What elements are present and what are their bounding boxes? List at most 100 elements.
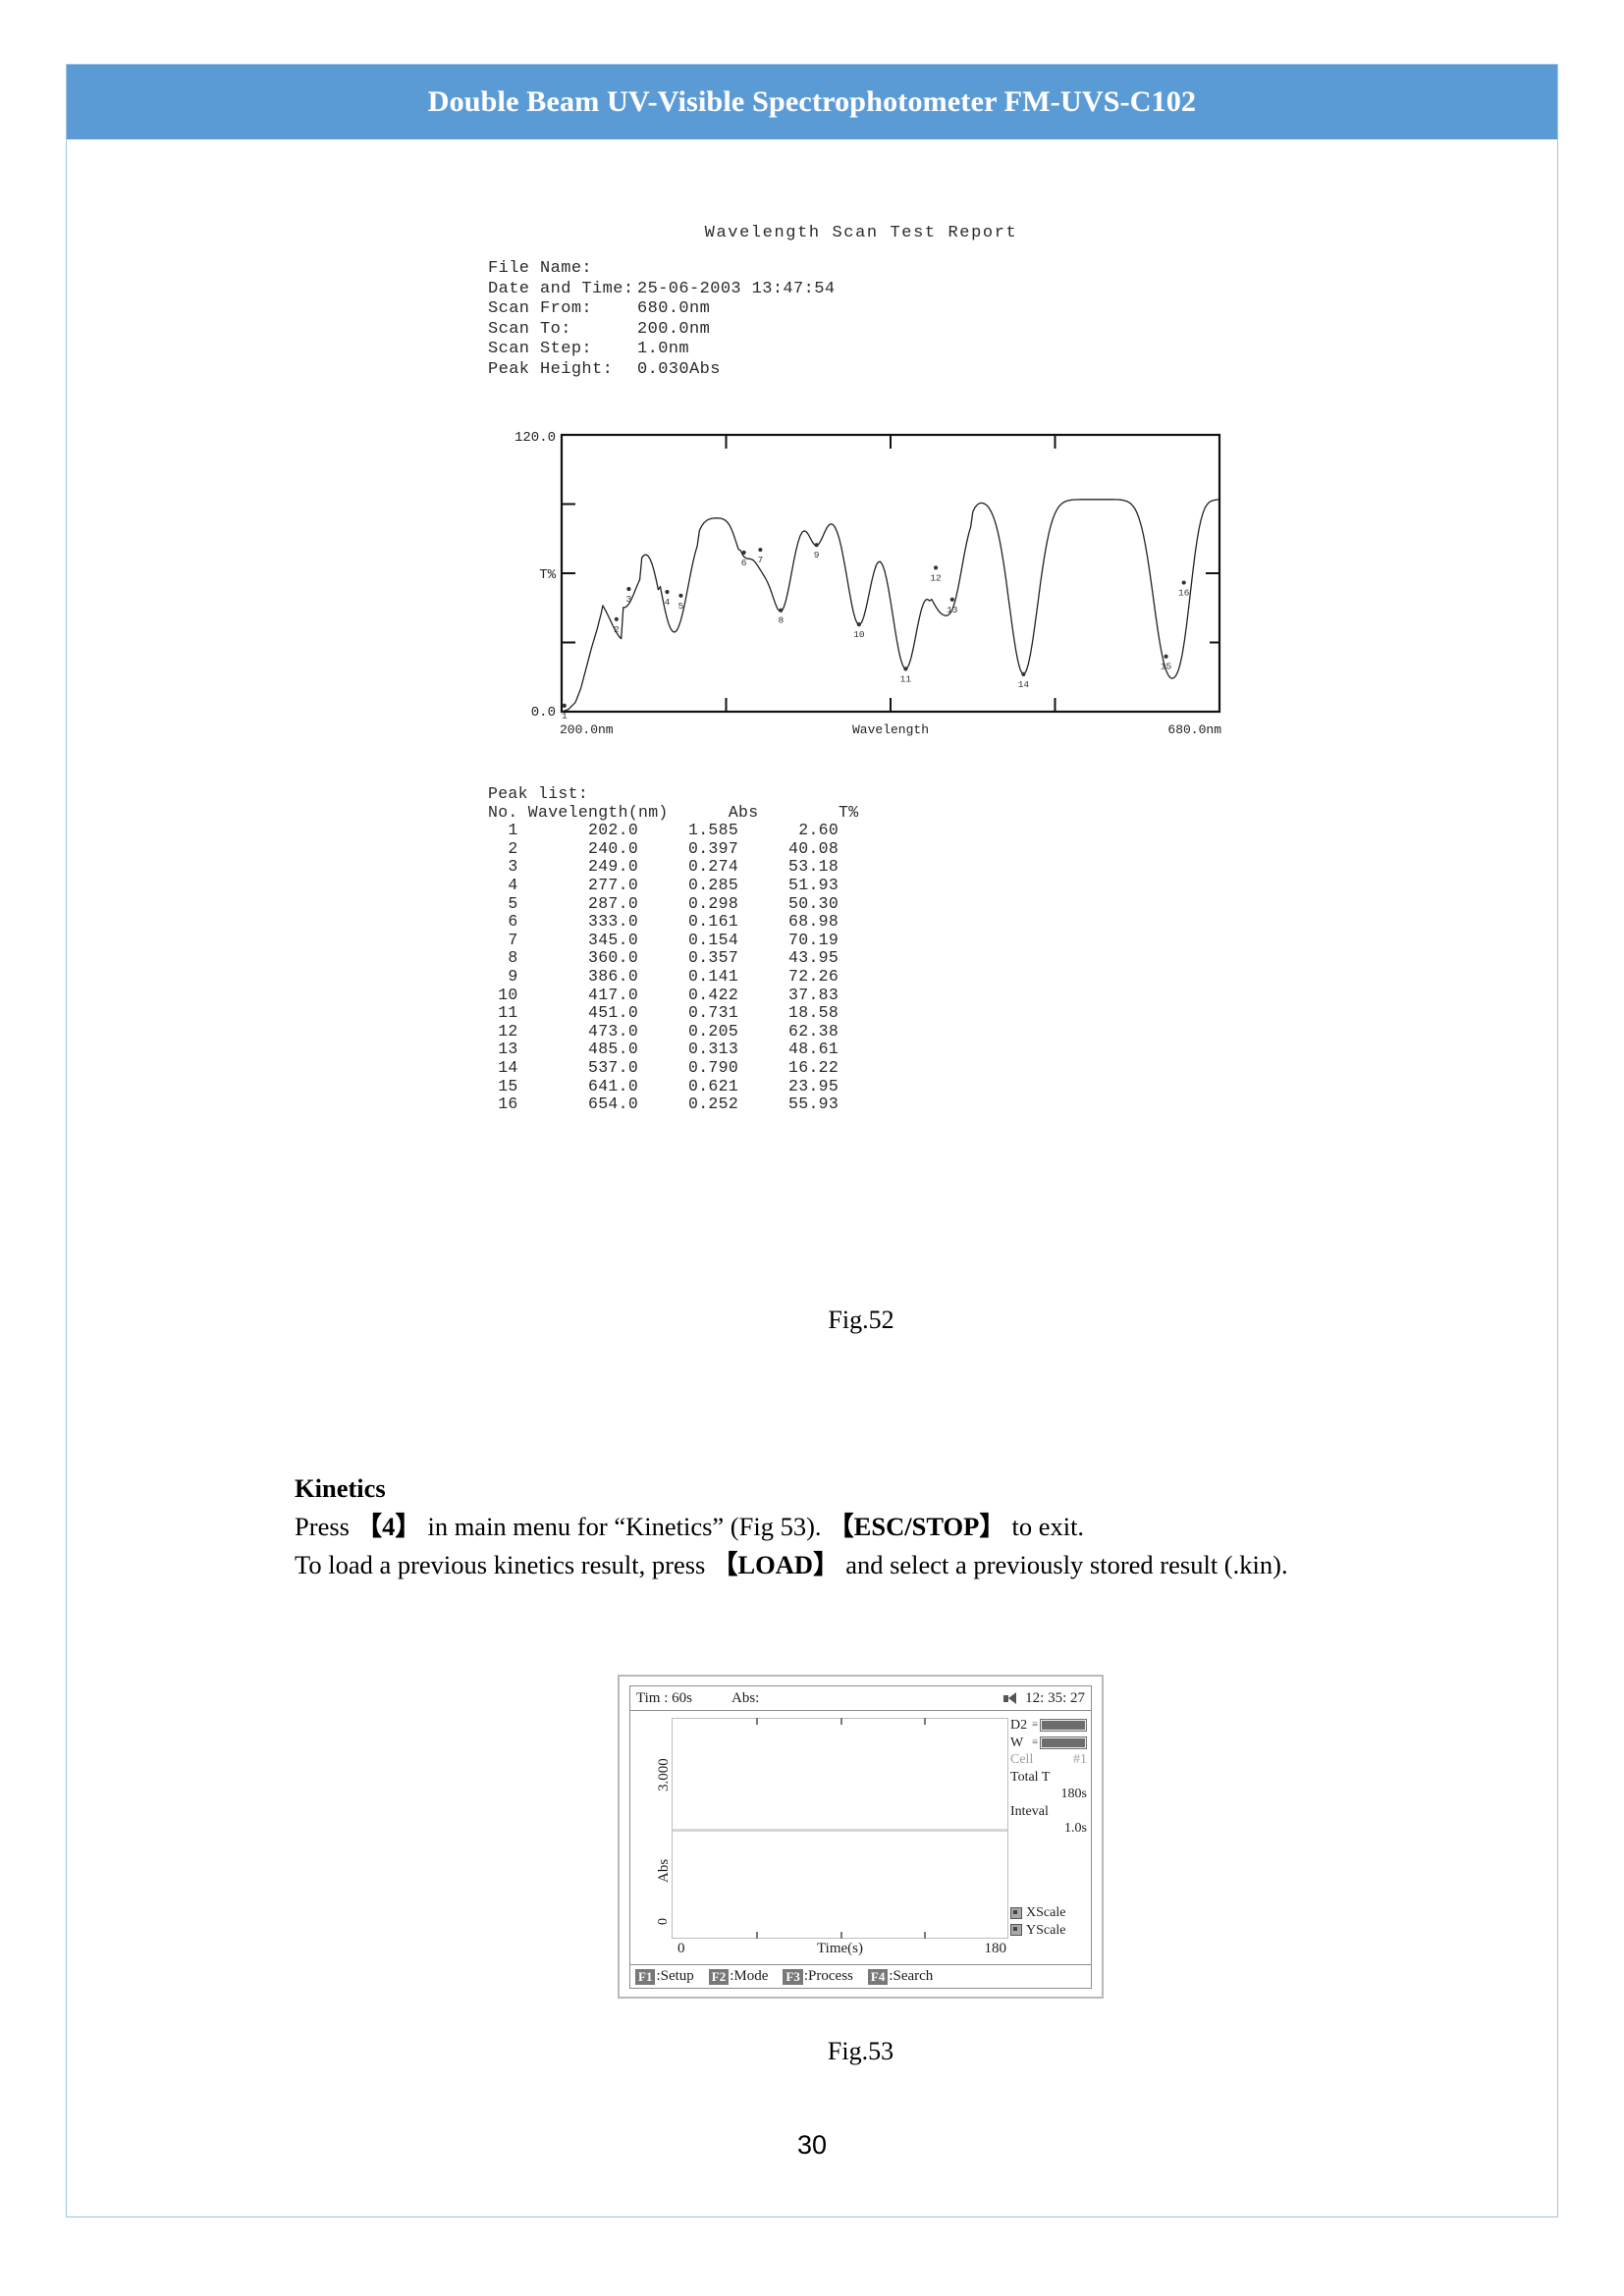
peak-list-row: 7 345.0 0.154 70.19 — [488, 930, 839, 949]
report-title: Wavelength Scan Test Report — [704, 224, 1018, 242]
svg-text:680.0nm: 680.0nm — [1167, 722, 1221, 737]
lcd-scale-options: XScale YScale — [1010, 1904, 1087, 1939]
report-field-value: 680.0nm — [637, 299, 711, 318]
lcd-x-end-label: 180 — [984, 1941, 1007, 1956]
report-field-label: File Name: — [488, 259, 593, 278]
svg-text:120.0: 120.0 — [514, 430, 556, 446]
peak-list-row: 3 249.0 0.274 53.18 — [488, 857, 839, 877]
lcd-bottom-tick-3 — [923, 1932, 926, 1939]
function-key-f3[interactable]: F3:Process — [783, 1968, 853, 1985]
svg-text:15: 15 — [1161, 662, 1172, 672]
lamp-w-equals-icon: ≡ — [1032, 1735, 1039, 1748]
function-key-f1[interactable]: F1:Setup — [635, 1968, 694, 1985]
total-time-label: Total T — [1010, 1769, 1051, 1785]
report-field-row: Scan To:200.0nm — [488, 320, 1234, 341]
interval-value: 1.0s — [1064, 1821, 1087, 1836]
lamp-w-label: W — [1010, 1735, 1024, 1750]
line1-text-b: in main menu for “Kinetics” (Fig 53). — [420, 1512, 829, 1541]
key-load: 【LOAD】 — [712, 1550, 839, 1579]
yscale-option[interactable]: YScale — [1010, 1922, 1087, 1940]
line1-text-c: to exit. — [1004, 1512, 1085, 1541]
cell-value: #1 — [1073, 1752, 1087, 1767]
page-border — [66, 64, 1558, 2217]
lcd-plot-area[interactable] — [672, 1718, 1008, 1939]
lcd-top-tick-1 — [756, 1718, 759, 1725]
lcd-inner-frame: Tim : 60s Abs: 12: 35: 27 3.000 Abs 0 0 … — [629, 1685, 1092, 1989]
key-esc-stop: 【ESC/STOP】 — [828, 1512, 1005, 1541]
lcd-x-start-label: 0 — [677, 1941, 685, 1956]
yscale-checkbox-icon[interactable] — [1010, 1924, 1022, 1937]
page-number: 30 — [796, 2130, 828, 2160]
report-field-label: Peak Height: — [488, 359, 614, 379]
function-key-label: :Process — [803, 1968, 853, 1984]
lamp-d2-row[interactable]: D2 ≡ — [1010, 1717, 1087, 1735]
report-field-row: File Name: — [488, 259, 1234, 280]
svg-text:4: 4 — [665, 597, 671, 608]
page-title: Double Beam UV-Visible Spectrophotometer… — [427, 85, 1197, 118]
lcd-top-tick-2 — [839, 1718, 842, 1725]
speaker-icon — [1003, 1691, 1018, 1705]
peak-list-row: 6 333.0 0.161 68.98 — [488, 912, 839, 932]
peak-list-row: 13 485.0 0.313 48.61 — [488, 1040, 839, 1059]
report-field-row: Scan From: 680.0nm — [488, 299, 1234, 320]
lcd-bottom-tick-1 — [756, 1932, 759, 1939]
wavelength-scan-report: Wavelength Scan Test Report File Name:Da… — [488, 224, 1234, 1114]
function-key-badge: F2 — [708, 1968, 730, 1985]
lcd-bottom-tick-2 — [839, 1932, 842, 1939]
page-header-banner: Double Beam UV-Visible Spectrophotometer… — [67, 65, 1557, 139]
kinetics-heading: Kinetics — [295, 1473, 386, 1503]
status-clock: 12: 35: 27 — [1025, 1689, 1085, 1706]
key-4: 【4】 — [355, 1512, 421, 1541]
peak-list-row: 1 202.0 1.585 2.60 — [488, 821, 839, 840]
cell-row: Cell #1 — [1010, 1751, 1087, 1769]
function-key-f4[interactable]: F4:Search — [867, 1968, 934, 1985]
peak-list-row: 10 417.0 0.422 37.83 — [488, 985, 839, 1004]
lcd-plot-region: 3.000 Abs 0 0 Time(s) 180 D2 ≡ — [630, 1711, 1091, 1964]
svg-text:10: 10 — [853, 629, 865, 640]
lcd-x-axis: 0 Time(s) 180 — [672, 1941, 1008, 1960]
line2-text-b: and select a previously stored result (.… — [839, 1550, 1288, 1579]
xscale-label: XScale — [1026, 1905, 1066, 1920]
function-key-label: :Search — [889, 1968, 934, 1984]
peak-list-row: 2 240.0 0.397 40.08 — [488, 838, 839, 858]
svg-text:14: 14 — [1018, 679, 1030, 690]
peak-list-header: No. Wavelength(nm) Abs T% — [488, 802, 859, 822]
peak-list-row: 14 537.0 0.790 16.22 — [488, 1057, 839, 1077]
peak-list-row: 4 277.0 0.285 51.93 — [488, 875, 839, 894]
report-field-value: 25-06-2003 13:47:54 — [637, 279, 836, 298]
lcd-status-bar: Tim : 60s Abs: 12: 35: 27 — [630, 1686, 1091, 1711]
kinetics-lcd-screen: Tim : 60s Abs: 12: 35: 27 3.000 Abs 0 0 … — [618, 1675, 1104, 1999]
peak-list-row: 9 386.0 0.141 72.26 — [488, 966, 839, 986]
cell-label: Cell — [1010, 1752, 1034, 1767]
svg-text:13: 13 — [947, 605, 958, 615]
xscale-option[interactable]: XScale — [1010, 1904, 1087, 1922]
lamp-w-bar — [1040, 1735, 1087, 1749]
lamp-w-row[interactable]: W ≡ — [1010, 1735, 1087, 1752]
peak-list-row: 5 287.0 0.298 50.30 — [488, 893, 839, 913]
svg-text:T%: T% — [539, 567, 556, 583]
svg-text:0.0: 0.0 — [531, 705, 556, 721]
peak-list-title: Peak list: — [488, 784, 589, 803]
svg-text:11: 11 — [900, 673, 912, 684]
report-field-label: Scan From: — [488, 299, 593, 318]
kinetics-line-2: To load a previous kinetics result, pres… — [295, 1546, 1404, 1584]
svg-text:2: 2 — [614, 624, 620, 635]
svg-text:9: 9 — [814, 550, 820, 561]
report-field-row: Scan Step:1.0nm — [488, 340, 1234, 360]
function-key-badge: F3 — [783, 1968, 803, 1985]
peak-list-table: Peak list:No. Wavelength(nm) Abs T% 1 20… — [488, 784, 1234, 1114]
svg-text:7: 7 — [758, 555, 764, 565]
peak-list-row: 15 641.0 0.621 23.95 — [488, 1076, 839, 1095]
svg-text:5: 5 — [678, 601, 684, 612]
function-key-label: :Setup — [656, 1968, 694, 1984]
lcd-x-axis-label: Time(s) — [817, 1941, 863, 1956]
lcd-y-min-label: 0 — [656, 1918, 671, 1925]
lcd-side-panel: D2 ≡ W ≡ Cell #1 Total T 180s Inteval 1.… — [1010, 1717, 1087, 1838]
function-key-badge: F4 — [867, 1968, 889, 1985]
svg-text:12: 12 — [930, 572, 942, 583]
function-key-f2[interactable]: F2:Mode — [708, 1968, 768, 1985]
status-abs-label: Abs: — [731, 1689, 760, 1706]
xscale-checkbox-icon[interactable] — [1010, 1906, 1022, 1919]
svg-text:3: 3 — [626, 594, 632, 605]
report-field-label: Scan Step: — [488, 340, 593, 358]
